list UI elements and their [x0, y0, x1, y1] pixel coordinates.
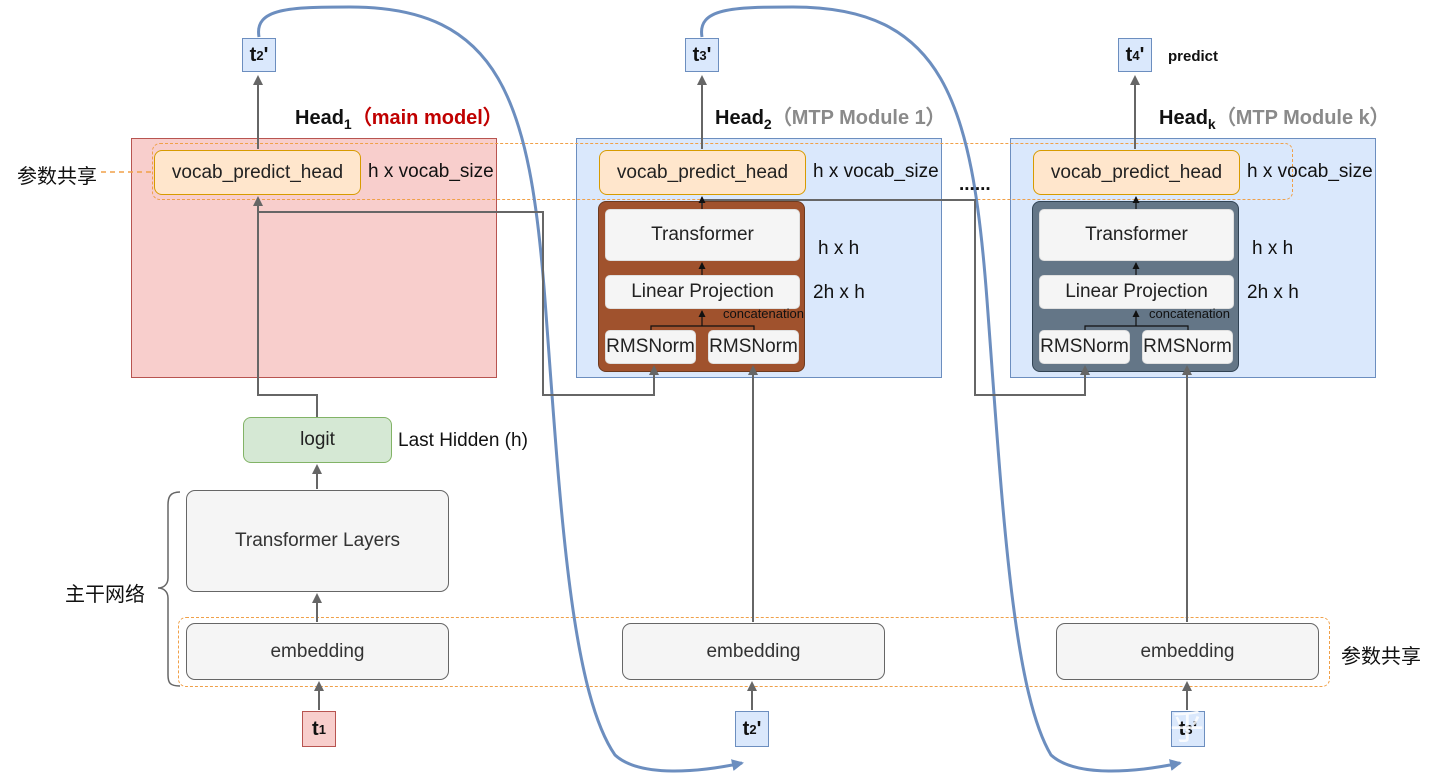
mtpk-concatenation-label: concatenation — [1149, 306, 1230, 321]
ellipsis-label: ...... — [959, 174, 991, 195]
head-k-title: Headk（MTP Module k） — [1159, 107, 1390, 132]
vocab-predict-head-main: vocab_predict_head — [154, 150, 361, 195]
vocab-size-label-mtpk: h x vocab_size — [1247, 161, 1373, 182]
mtp1-concatenation-label: concatenation — [723, 306, 804, 321]
mtpk-transformer: Transformer — [1039, 209, 1234, 261]
mtp1-transformer-dim: h x h — [818, 238, 860, 259]
backbone-brace — [157, 491, 181, 687]
logit-box: logit — [243, 417, 392, 463]
mtp1-linear-projection-dim: 2h x h — [813, 282, 865, 303]
mtpk-linear-projection: Linear Projection — [1039, 275, 1234, 309]
embedding-main: embedding — [186, 623, 449, 680]
mtp1-transformer: Transformer — [605, 209, 800, 261]
transformer-layers-box: Transformer Layers — [186, 490, 449, 592]
backbone-label: 主干网络 — [65, 582, 145, 606]
embedding-mtp1: embedding — [622, 623, 885, 680]
mtpk-rmsnorm-hidden: RMSNorm — [1039, 330, 1130, 364]
vocab-predict-head-mtpk: vocab_predict_head — [1033, 150, 1240, 195]
last-hidden-label: Last Hidden (h) — [398, 430, 528, 451]
mtp1-linear-projection: Linear Projection — [605, 275, 800, 309]
embedding-mtpk: embedding — [1056, 623, 1319, 680]
watermark: 知乎 @姜富春 — [1135, 708, 1357, 748]
param-share-label-top: 参数共享 — [17, 164, 97, 188]
vocab-size-label-mtp1: h x vocab_size — [813, 161, 939, 182]
predict-label: predict — [1168, 48, 1219, 65]
param-share-label-bottom: 参数共享 — [1341, 644, 1421, 668]
vocab-predict-head-mtp1: vocab_predict_head — [599, 150, 806, 195]
head-2-title: Head2（MTP Module 1） — [715, 107, 946, 132]
mtpk-rmsnorm-embedding: RMSNorm — [1142, 330, 1233, 364]
head-1-title: Head1（main model） — [295, 107, 503, 132]
vocab-size-label-main: h x vocab_size — [368, 161, 494, 182]
mtpk-linear-projection-dim: 2h x h — [1247, 282, 1299, 303]
mtpk-transformer-dim: h x h — [1252, 238, 1294, 259]
mtp1-rmsnorm-embedding: RMSNorm — [708, 330, 799, 364]
mtp1-rmsnorm-hidden: RMSNorm — [605, 330, 696, 364]
